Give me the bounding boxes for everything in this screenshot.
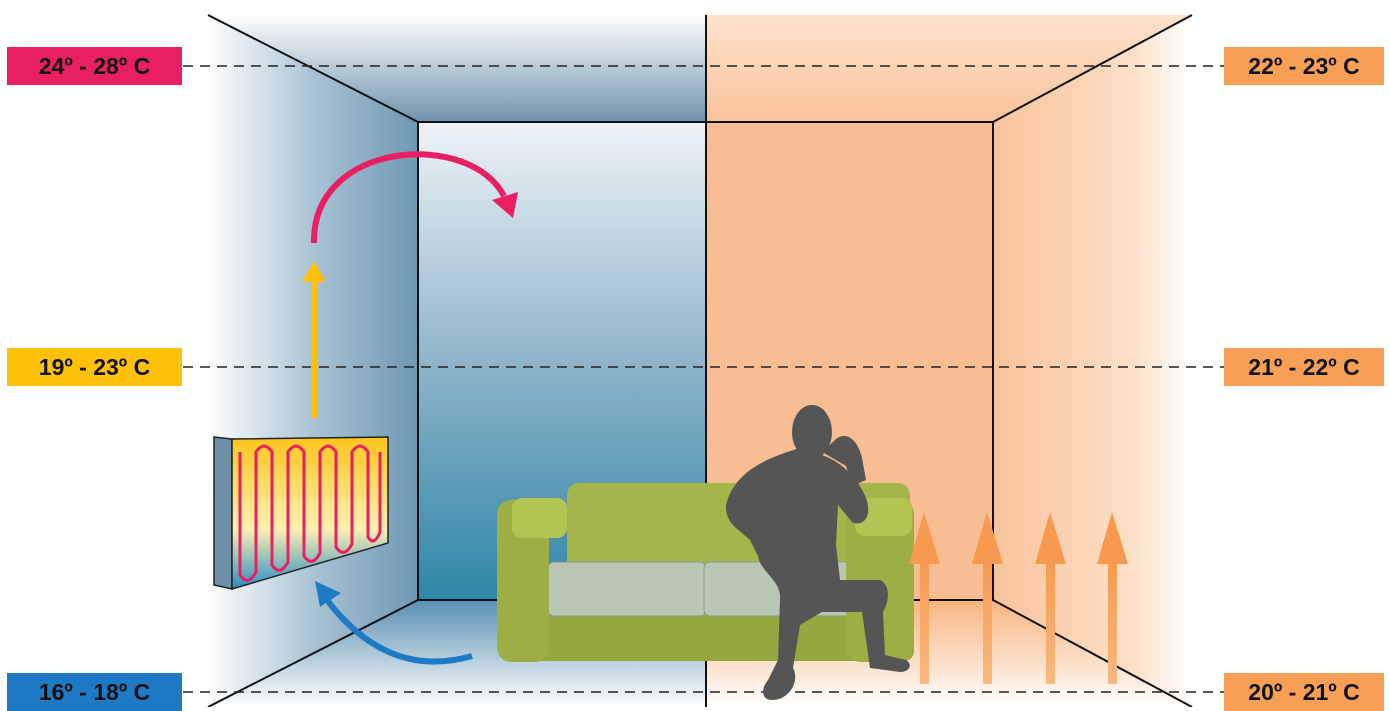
left-bottom-temperature-label: 16º - 18º C <box>7 673 182 711</box>
right-wall <box>993 15 1192 707</box>
right-top-temperature-label: 22º - 23º C <box>1224 47 1384 85</box>
sofa-cushion-left <box>548 562 706 616</box>
left-middle-temperature-label: 19º - 23º C <box>7 348 182 386</box>
right-middle-temperature-label: 21º - 22º C <box>1224 348 1384 386</box>
right-bottom-temperature-label: 20º - 21º C <box>1224 673 1384 711</box>
left-top-temperature-label: 24º - 28º C <box>7 47 182 85</box>
sofa-arm-left-top <box>512 498 567 538</box>
radiator-side <box>214 437 232 589</box>
